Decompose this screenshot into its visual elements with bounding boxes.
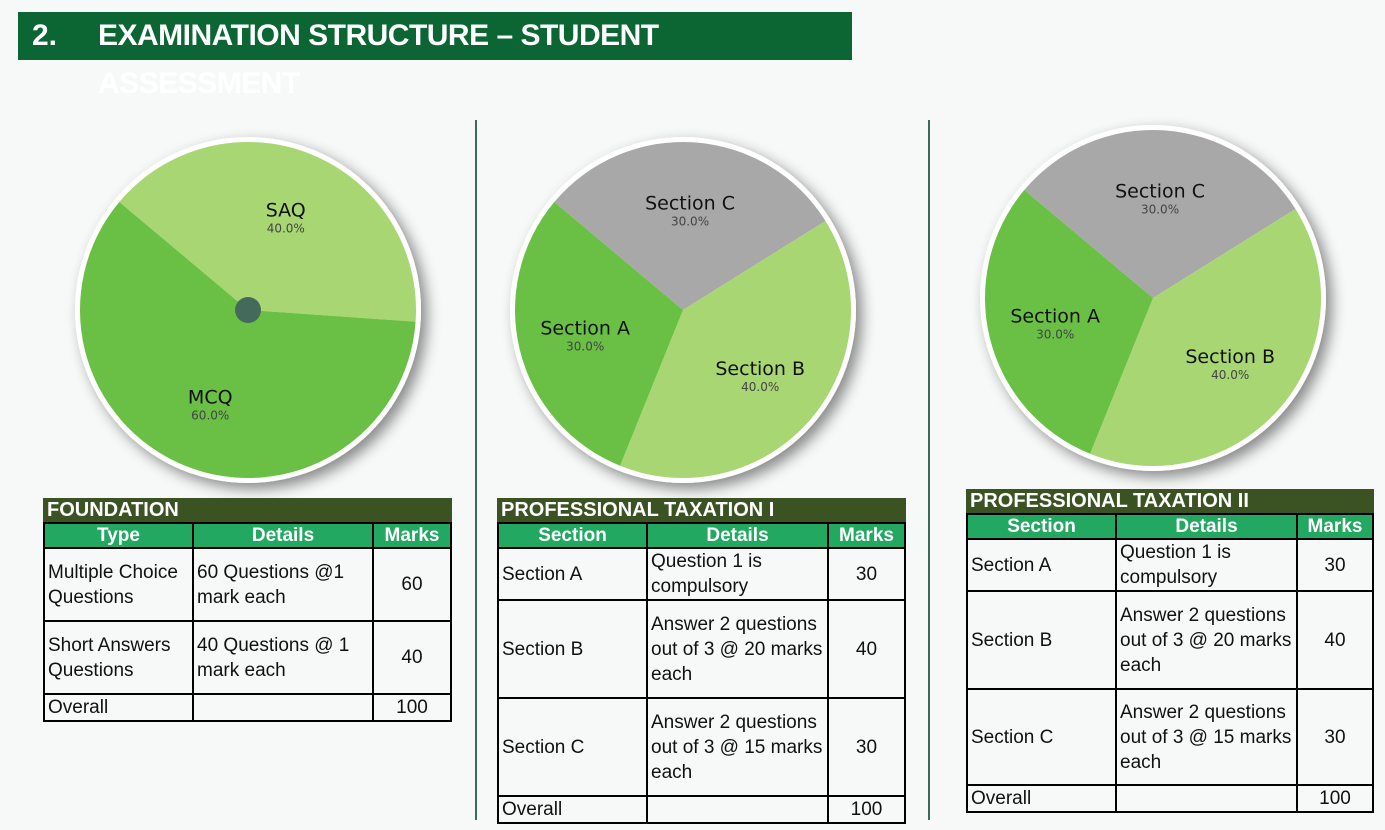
table-row-overall: Overall 100 [43,693,452,722]
column-header: Details [1115,513,1298,540]
cell-section: Section B [497,599,648,699]
slice-percent: 30.0% [566,339,604,353]
slice-percent: 40.0% [1211,368,1249,382]
pie-slice-section-a [985,190,1153,454]
column-header: Marks [372,522,452,549]
slice-percent: 30.0% [1141,202,1179,216]
pie-slice-section-b [1090,208,1321,466]
cell-marks: 100 [372,693,452,722]
cell-section: Section C [497,697,648,797]
cell-details [1115,784,1298,813]
cell-marks: 30 [827,697,906,797]
column-divider [475,120,477,820]
cell-details: Answer 2 questions out of 3 @ 15 marks e… [1115,688,1298,786]
table-row-overall: Overall 100 [497,795,906,824]
pie-center-dot [235,297,261,323]
cell-marks: 40 [1296,590,1374,690]
slice-label: Section A [1010,305,1100,327]
pie-slice-section-b [620,220,852,479]
cell-marks: 40 [827,599,906,699]
cell-section: Section A [497,547,648,601]
cell-details: Question 1 is compulsory [646,547,829,601]
slice-label: Section C [645,192,735,214]
cell-marks: 30 [1296,538,1374,592]
slice-percent: 60.0% [191,408,229,422]
column-header: Details [192,522,374,549]
pie-slice-mcq [80,202,416,478]
cell-marks: 100 [827,795,906,824]
section-number: 2. [32,19,58,52]
slice-percent: 30.0% [1036,327,1074,341]
cell-details: 60 Questions @1 mark each [192,547,374,622]
column-divider [928,120,930,820]
column-header: Section [966,513,1117,540]
table-row-overall: Overall 100 [966,784,1374,813]
cell-details: 40 Questions @ 1 mark each [192,620,374,695]
cell-details [646,795,829,824]
pie-slice-section-c [554,141,826,310]
section-title-bar: 2. EXAMINATION STRUCTURE – STUDENT ASSES… [18,12,852,100]
table-caption: PROFESSIONAL TAXATION I [497,498,906,522]
table-caption: FOUNDATION [43,498,452,522]
cell-marks: 30 [827,547,906,601]
slice-percent: 40.0% [267,222,305,236]
slice-percent: 40.0% [741,380,779,394]
slice-label: MCQ [188,386,233,408]
cell-section: Section C [966,688,1117,786]
cell-section: Overall [966,784,1117,813]
column-header: Marks [1296,513,1374,540]
slice-label: Section C [1115,180,1205,202]
cell-marks: 40 [372,620,452,695]
cell-section: Overall [497,795,648,824]
column-header: Details [646,522,829,549]
cell-section: Section B [966,590,1117,690]
pie-slice-saq [119,141,416,322]
table-caption: PROFESSIONAL TAXATION II [966,489,1374,513]
cell-details: Answer 2 questions out of 3 @ 20 marks e… [646,599,829,699]
cell-details: Question 1 is compulsory [1115,538,1298,592]
column-header: Marks [827,522,906,549]
cell-details: Answer 2 questions out of 3 @ 20 marks e… [1115,590,1298,690]
cell-section: Section A [966,538,1117,592]
slice-label: Section B [715,358,805,380]
cell-marks: 100 [1296,784,1374,813]
cell-type: Short Answers Questions [43,620,194,695]
cell-details: Answer 2 questions out of 3 @ 15 marks e… [646,697,829,797]
column-header: Section [497,522,648,549]
column-header: Type [43,522,194,549]
slice-percent: 30.0% [671,214,709,228]
cell-details [192,693,374,722]
cell-type: Overall [43,693,194,722]
section-title: EXAMINATION STRUCTURE – STUDENT ASSESSME… [98,19,659,100]
slice-label: Section B [1185,346,1275,368]
slice-label: SAQ [266,200,306,222]
slice-label: Section A [540,317,630,339]
cell-marks: 30 [1296,688,1374,786]
cell-type: Multiple Choice Questions [43,547,194,622]
cell-marks: 60 [372,547,452,622]
pie-slice-section-c [1024,130,1296,298]
pie-slice-section-a [514,202,683,466]
